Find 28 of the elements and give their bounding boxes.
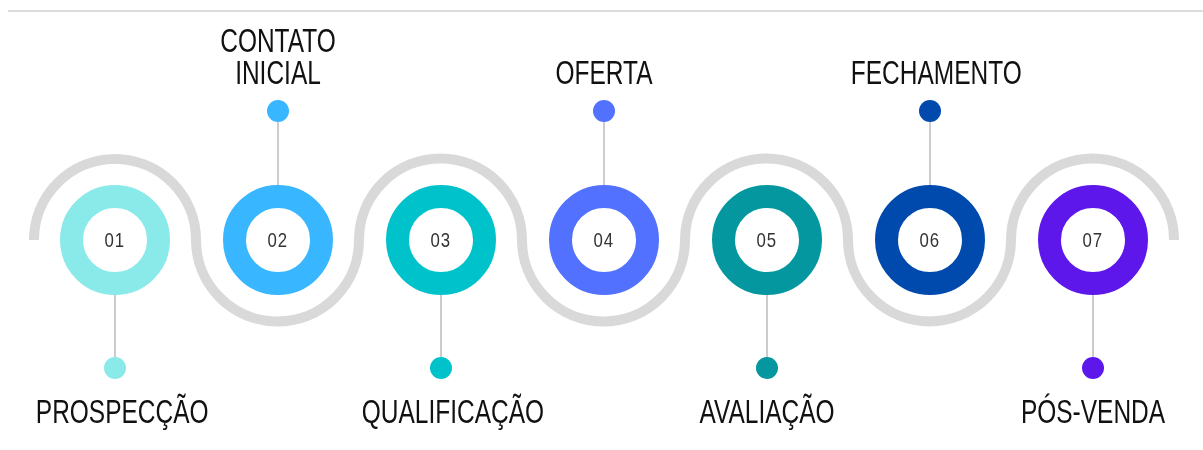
- leader-line: [114, 294, 116, 358]
- step-number: 07: [1082, 228, 1104, 252]
- dot-marker: [1082, 357, 1104, 379]
- step-number: 03: [430, 228, 452, 252]
- step-label: CONTATO INICIAL: [220, 21, 336, 91]
- leader-line: [1092, 294, 1094, 358]
- step-label: QUALIFICAÇÃO: [361, 392, 545, 430]
- leader-line: [440, 294, 442, 358]
- step-number: 01: [104, 228, 126, 252]
- dot-marker: [104, 357, 126, 379]
- step-number: 06: [919, 228, 941, 252]
- dot-marker: [919, 100, 941, 122]
- leader-line: [766, 294, 768, 358]
- dot-marker: [430, 357, 452, 379]
- step-number: 04: [593, 228, 615, 252]
- step-number: 05: [756, 228, 778, 252]
- step-label: FECHAMENTO: [850, 53, 1022, 91]
- leader-line: [277, 121, 279, 186]
- dot-marker: [267, 100, 289, 122]
- step-label: OFERTA: [555, 53, 653, 91]
- step-label: PÓS-VENDA: [1020, 392, 1166, 430]
- dot-marker: [756, 357, 778, 379]
- step-label: AVALIAÇÃO: [699, 392, 835, 430]
- step-number: 02: [267, 228, 289, 252]
- step-label: PROSPECÇÃO: [35, 392, 209, 430]
- leader-line: [929, 121, 931, 186]
- leader-line: [603, 121, 605, 186]
- dot-marker: [593, 100, 615, 122]
